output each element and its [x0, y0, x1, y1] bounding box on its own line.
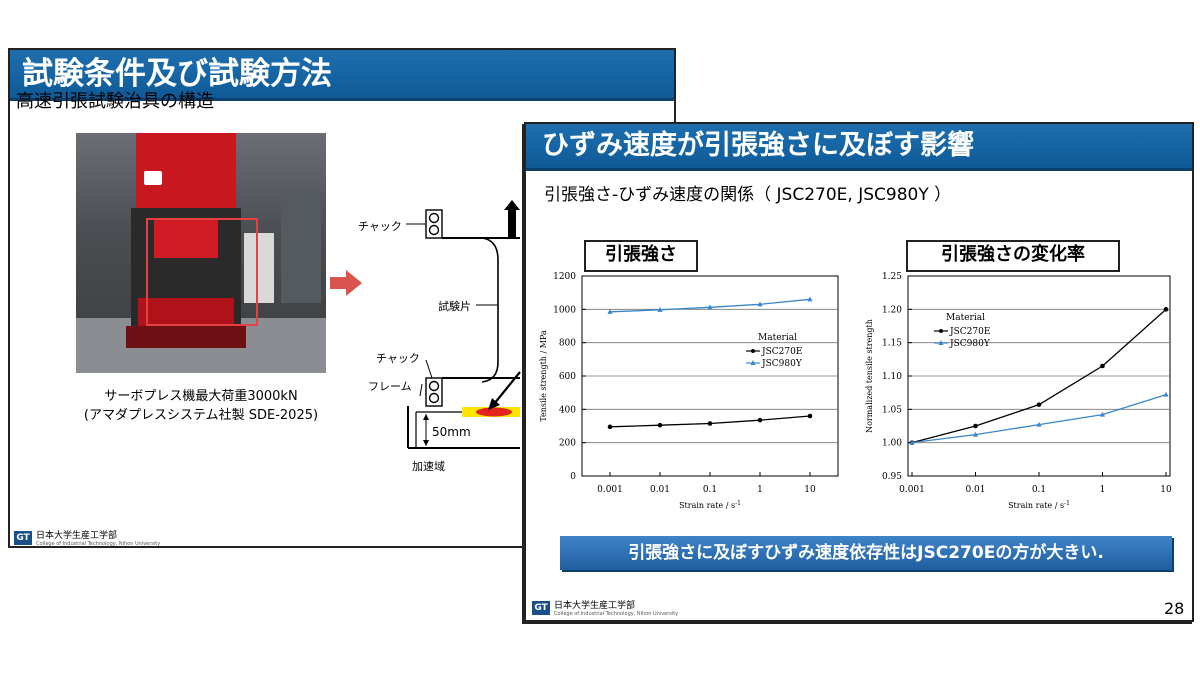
- legend-marker-1-1: [938, 340, 944, 345]
- xtick-label-0-1: 0.01: [650, 485, 670, 495]
- ytick-label-0-2: 400: [559, 405, 576, 415]
- point-1-1-3: [1099, 411, 1106, 417]
- ytick-label-1-4: 1.15: [882, 339, 902, 349]
- label-specimen: 試験片: [438, 300, 471, 313]
- press-photo: [76, 133, 326, 373]
- front-logo-subtext: College of Industrial Technology, Nihon …: [554, 611, 679, 617]
- series-line-1-1: [911, 394, 1167, 444]
- legend-title-1: Material: [946, 313, 985, 323]
- xtick-label-0-3: 1: [757, 485, 763, 495]
- ytick-label-0-4: 800: [559, 339, 576, 349]
- xtick-label-1-1: 0.01: [965, 485, 985, 495]
- press-logo-icon: [144, 171, 162, 185]
- slide-front-title: ひずみ速度が引張強さに及ぼす影響: [526, 124, 1192, 171]
- point-0-1-1: [657, 307, 663, 312]
- ytick-label-1-1: 1.00: [882, 439, 902, 449]
- point-0-1-2: [707, 304, 713, 310]
- label-frame: フレーム: [368, 380, 412, 393]
- yaxis-label-1: Normalized tensile strength: [865, 319, 874, 433]
- photo-caption-line1: サーボプレス機最大荷重3000kN: [104, 389, 298, 404]
- jig-diagram: [406, 200, 521, 449]
- slide-back-title: 試験条件及び試験方法: [10, 50, 674, 101]
- point-0-0-4: [807, 413, 813, 419]
- legend-label-1-0: JSC270E: [949, 327, 990, 337]
- label-chuck-mid: チャック: [376, 352, 420, 365]
- xtick-label-1-2: 0.1: [1032, 485, 1046, 495]
- xaxis-label-1: Strain rate / s-1: [1008, 500, 1070, 511]
- point-0-0-3: [757, 417, 763, 423]
- legend-label-0-0: JSC270E: [761, 347, 802, 357]
- point-0-0-1: [657, 422, 663, 428]
- back-logo-text: 日本大学生産工学部: [36, 531, 118, 541]
- legend-title-0: Material: [758, 333, 797, 343]
- ytick-label-0-5: 1000: [553, 305, 576, 315]
- arrow-right-icon: [330, 270, 362, 296]
- point-1-0-4: [1163, 307, 1169, 312]
- xaxis-label-0: Strain rate / s-1: [679, 500, 741, 511]
- legend-marker-0-1: [750, 360, 756, 365]
- point-1-0-2: [1036, 402, 1042, 407]
- legend-marker-1-0: [939, 329, 943, 333]
- legend-label-1-1: JSC980Y: [949, 339, 991, 349]
- legend-marker-0-0: [751, 349, 755, 353]
- chart1-heading: 引張強さ: [584, 240, 698, 272]
- xtick-label-0-0: 0.001: [597, 485, 623, 495]
- front-logo-text: 日本大学生産工学部: [554, 601, 636, 611]
- point-0-1-0: [607, 309, 613, 314]
- point-1-1-1: [972, 431, 979, 437]
- highlight-rectangle: [146, 218, 258, 326]
- chart-normalized-strength: 0.95 1.00 1.05 1.10 1.15 1.20 1.25 0.001 0.01 0.1…: [865, 272, 1172, 511]
- label-chuck-top: チャック: [358, 220, 402, 233]
- back-logo: GT 日本大学生産工学部 College of Industrial Techn…: [14, 528, 160, 547]
- legend-label-0-1: JSC980Y: [761, 359, 803, 369]
- point-0-0-2: [707, 421, 713, 426]
- point-0-1-3: [757, 301, 763, 307]
- point-0-0-0: [607, 424, 613, 430]
- yaxis-label-0: Tensile strength / MPa: [539, 330, 548, 422]
- chart-tensile-strength: 0 200 400 600 800 1000 1200 0.001 0.01 0.1 1 10Stra…: [539, 272, 839, 511]
- ytick-label-1-0: 0.95: [882, 472, 902, 482]
- label-distance: 50mm: [432, 425, 471, 439]
- ytick-label-1-5: 1.20: [882, 305, 902, 315]
- xtick-label-0-2: 0.1: [703, 485, 717, 495]
- conclusion-banner: 引張強さに及ぼすひずみ速度依存性はJSC270Eの方が大きい.: [560, 536, 1172, 570]
- point-0-1-4: [807, 296, 813, 302]
- point-1-0-1: [973, 423, 978, 429]
- front-logo: GT 日本大学生産工学部 College of Industrial Techn…: [532, 598, 678, 617]
- point-1-1-0: [909, 439, 915, 445]
- ytick-label-1-3: 1.10: [882, 372, 902, 382]
- chart2-heading: 引張強さの変化率: [906, 240, 1120, 272]
- ytick-label-0-1: 200: [559, 439, 576, 449]
- back-subtitle: 高速引張試験治具の構造: [16, 91, 214, 112]
- xtick-label-1-3: 1: [1100, 485, 1106, 495]
- university-logo-icon: GT: [14, 530, 32, 545]
- photo-caption-line2: (アマダプレスシステム社製 SDE-2025): [83, 408, 319, 423]
- point-1-1-4: [1163, 391, 1169, 397]
- ytick-label-1-2: 1.05: [882, 405, 902, 415]
- ytick-label-0-0: 0: [570, 472, 576, 482]
- ytick-label-1-6: 1.25: [882, 272, 902, 282]
- xtick-label-1-0: 0.001: [899, 485, 925, 495]
- label-acceleration: 加速域: [412, 460, 445, 473]
- university-logo-icon: GT: [532, 600, 550, 615]
- page-number: 28: [1164, 599, 1185, 618]
- ytick-label-0-6: 1200: [553, 272, 576, 282]
- back-logo-subtext: College of Industrial Technology, Nihon …: [36, 541, 161, 547]
- front-subtitle: 引張強さ-ひずみ速度の関係（ JSC270E, JSC980Y ）: [544, 185, 952, 205]
- xtick-label-1-4: 10: [1160, 485, 1172, 495]
- xtick-label-0-4: 10: [804, 485, 816, 495]
- ytick-label-0-3: 600: [559, 372, 576, 382]
- point-1-1-2: [1036, 421, 1042, 427]
- point-1-0-3: [1100, 363, 1105, 369]
